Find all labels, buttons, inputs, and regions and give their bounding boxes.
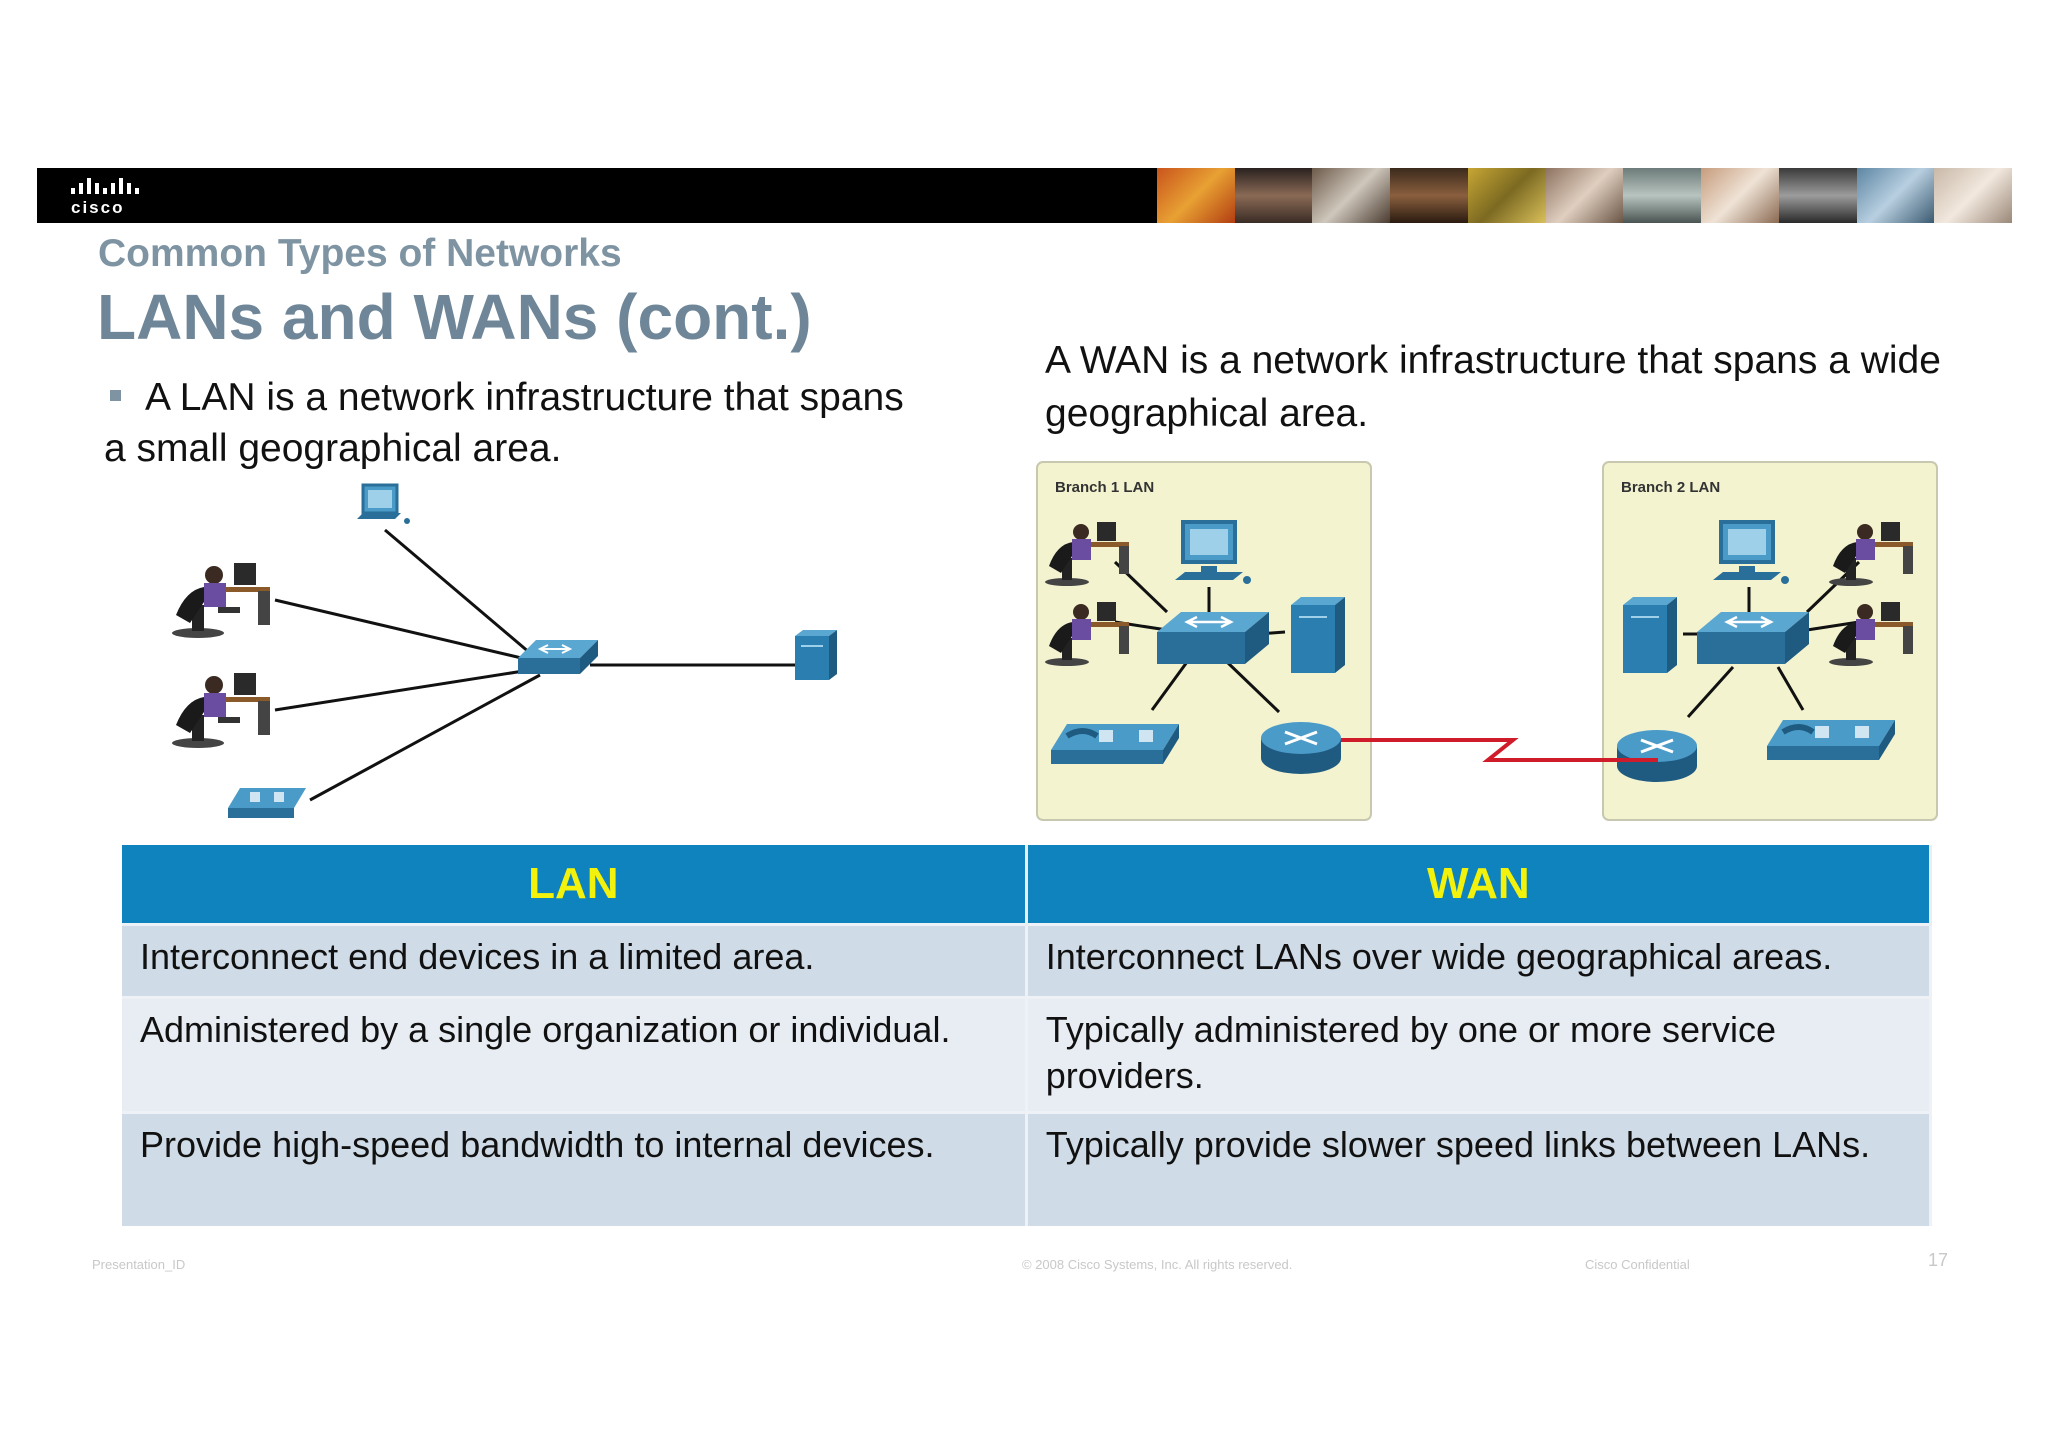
switch-icon: [518, 640, 598, 674]
page-number: 17: [1928, 1250, 1949, 1270]
lan-description: A LAN is a network infrastructure that s…: [104, 372, 904, 474]
lan-diagram: [172, 483, 837, 818]
ip-phone-icon: [228, 788, 306, 818]
wan-serial-link: [1341, 738, 1658, 762]
table-cell: Administered by a single organization or…: [122, 996, 1028, 1113]
slide-title: LANs and WANs (cont.): [97, 281, 812, 353]
photo-strip: [1157, 168, 2012, 223]
wan-column-header: WAN: [1026, 845, 1933, 925]
switch-icon: [1695, 610, 1811, 666]
branch-1-lan: Branch 1 LAN: [1036, 461, 1372, 821]
branch-1-label: Branch 1 LAN: [1055, 479, 1154, 496]
table-row: Interconnect end devices in a limited ar…: [122, 923, 1933, 998]
footer-copyright: © 2008 Cisco Systems, Inc. All rights re…: [1022, 1257, 1293, 1272]
server-icon: [795, 630, 837, 680]
table-header-row: LAN WAN: [122, 845, 1933, 925]
footer-presentation-id: Presentation_ID: [92, 1257, 186, 1272]
ip-phone-icon: [1767, 720, 1895, 760]
table-cell: Provide high-speed bandwidth to internal…: [122, 1111, 1028, 1226]
bullet-icon: [110, 390, 121, 402]
switch-icon: [1155, 610, 1271, 666]
table-cell: Typically provide slower speed links bet…: [1026, 1111, 1933, 1226]
router-icon: [1259, 720, 1343, 776]
cisco-logo-icon: cisco: [67, 176, 157, 217]
slide-subtitle: Common Types of Networks: [98, 232, 622, 275]
cisco-logo-text: cisco: [71, 198, 125, 217]
computer-icon: [357, 483, 410, 524]
ip-phone-icon: [1051, 724, 1179, 764]
footer-confidential: Cisco Confidential: [1585, 1257, 1690, 1272]
branch-2-lan: Branch 2 LAN: [1602, 461, 1938, 821]
workstation-user-icon: [172, 673, 270, 748]
table-cell: Interconnect end devices in a limited ar…: [122, 923, 1028, 998]
lan-column-header: LAN: [122, 845, 1028, 925]
lan-description-text: A LAN is a network infrastructure that s…: [104, 376, 904, 470]
table-row: Provide high-speed bandwidth to internal…: [122, 1111, 1933, 1226]
server-icon: [1290, 596, 1346, 674]
server-icon: [1622, 596, 1678, 674]
table-cell: Typically administered by one or more se…: [1026, 996, 1933, 1113]
wan-diagram: Branch 1 LAN Branch 2 LAN: [1036, 461, 1938, 821]
header-banner: cisco: [37, 168, 2012, 223]
table-row: Administered by a single organization or…: [122, 996, 1933, 1113]
lan-wan-comparison-table: LAN WAN Interconnect end devices in a li…: [122, 845, 1933, 1226]
workstation-user-icon: [172, 563, 270, 638]
wan-description: A WAN is a network infrastructure that s…: [1045, 339, 1941, 435]
router-icon: [1615, 728, 1699, 784]
table-cell: Interconnect LANs over wide geographical…: [1026, 923, 1933, 998]
branch-2-label: Branch 2 LAN: [1621, 479, 1720, 496]
